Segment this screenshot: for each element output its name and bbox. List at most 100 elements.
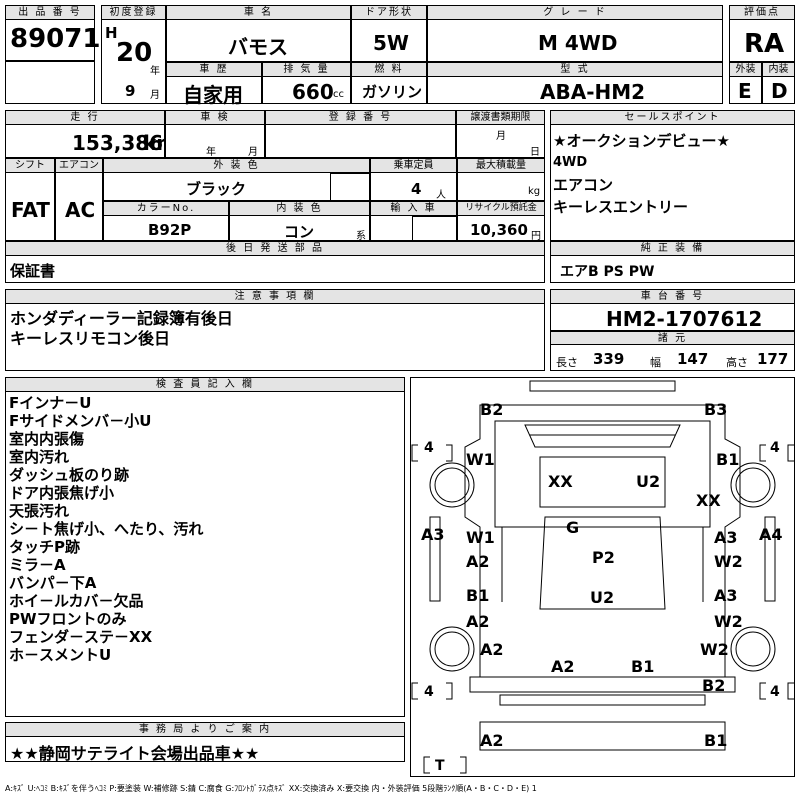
month-unit: 月 bbox=[150, 90, 160, 101]
length: 339 bbox=[593, 350, 625, 368]
damage-label: A2 bbox=[466, 612, 490, 631]
remark-item: Fサイドメンバ－小U bbox=[9, 412, 152, 430]
pillar-line bbox=[501, 527, 704, 602]
score: RA bbox=[744, 29, 785, 59]
windshield-outline bbox=[524, 424, 681, 448]
inspector-remarks-label: 検 査 員 記 入 欄 bbox=[5, 377, 405, 392]
damage-label: W1 bbox=[466, 450, 495, 469]
score-label: 評価点 bbox=[729, 5, 795, 20]
door-type: 5W bbox=[373, 31, 409, 55]
chassis-number: HM2-1707612 bbox=[606, 307, 763, 331]
notes-list: ホンダディーラー記録簿有後日 キーレスリモコン後日 bbox=[10, 309, 233, 349]
damage-label: W2 bbox=[700, 640, 729, 659]
load-unit: kg bbox=[528, 186, 541, 197]
tire-tread-label: 4 bbox=[424, 684, 434, 700]
lot-number-label: 出 品 番 号 bbox=[5, 5, 95, 20]
damage-label: G bbox=[566, 518, 580, 537]
rear-hatch-outline bbox=[499, 694, 706, 706]
color: ブラック bbox=[186, 180, 247, 198]
remark-item: ホイ－ルカバ－欠品 bbox=[9, 592, 144, 610]
damage-label: U2 bbox=[590, 588, 615, 607]
damage-label: U2 bbox=[636, 472, 661, 491]
height: 177 bbox=[757, 350, 789, 368]
remark-item: ホ－スメントU bbox=[9, 646, 112, 664]
color-subcell bbox=[330, 173, 370, 201]
interior-grade: D bbox=[771, 79, 788, 103]
remark-item: PWフロントのみ bbox=[9, 610, 127, 628]
later-parts-label: 後 日 発 送 部 品 bbox=[5, 241, 545, 256]
tire-tread-label: 4 bbox=[770, 684, 780, 700]
sales-points-label: セールスポイント bbox=[550, 110, 795, 125]
registration-month: 9 bbox=[125, 82, 136, 100]
wheel-outline bbox=[735, 467, 771, 503]
interior-label: 内装 bbox=[762, 62, 795, 77]
wheel-outline bbox=[429, 626, 475, 672]
model-code: ABA-HM2 bbox=[540, 80, 646, 104]
wheel-outline bbox=[735, 631, 771, 667]
remark-item: ドア内張焦げ小 bbox=[9, 484, 115, 502]
mileage-label: 走 行 bbox=[5, 110, 165, 125]
remark-item: フェンダ－ステ－XX bbox=[9, 628, 153, 646]
history: 自家用 bbox=[183, 83, 243, 107]
equipment-label: 純 正 装 備 bbox=[550, 241, 795, 256]
inspector-remarks-cell bbox=[5, 377, 405, 717]
exterior-grade: E bbox=[738, 79, 752, 103]
width-label: 幅 bbox=[650, 356, 661, 369]
damage-label: A3 bbox=[714, 586, 738, 605]
exterior-label: 外装 bbox=[729, 62, 762, 77]
model-label: 型 式 bbox=[427, 62, 723, 77]
fuel: ガソリン bbox=[362, 83, 423, 101]
shift: FAT bbox=[11, 198, 50, 222]
later-parts: 保証書 bbox=[10, 262, 56, 280]
era: H bbox=[105, 24, 118, 42]
front-bumper-outline bbox=[529, 380, 676, 392]
lot-number: 89071 bbox=[10, 24, 101, 54]
damage-label: XX bbox=[548, 472, 573, 491]
wheel-outline bbox=[434, 631, 470, 667]
capacity-unit: 人 bbox=[436, 190, 446, 201]
remark-item: シ－ト焦げ小、へたり、汚れ bbox=[9, 520, 204, 538]
remark-item: 室内汚れ bbox=[9, 448, 70, 466]
import-label: 輸 入 車 bbox=[370, 201, 457, 216]
width: 147 bbox=[677, 350, 709, 368]
wheel-outline bbox=[429, 462, 475, 508]
color-number: B92P bbox=[148, 221, 192, 239]
tire-bracket bbox=[411, 444, 453, 462]
sales-point-item: ★オークションデビュー★ bbox=[553, 132, 730, 150]
rear-bumper-outline bbox=[479, 721, 726, 751]
remark-item: 室内内張傷 bbox=[9, 430, 85, 448]
side-panel-outline bbox=[429, 516, 776, 602]
damage-label: B1 bbox=[631, 657, 655, 676]
history-label: 車 歴 bbox=[166, 62, 262, 77]
remark-item: タッチP跡 bbox=[9, 538, 80, 556]
damage-label: B3 bbox=[704, 400, 728, 419]
recycle-label: リサイクル預託金 bbox=[457, 201, 545, 216]
door-label: ドア形状 bbox=[351, 5, 427, 20]
length-label: 長さ bbox=[556, 356, 578, 369]
damage-diagram-cell bbox=[410, 377, 795, 777]
damage-label: A2 bbox=[480, 731, 504, 750]
damage-label: XX bbox=[696, 491, 721, 510]
damage-label: W2 bbox=[714, 612, 743, 631]
fuel-label: 燃 料 bbox=[351, 62, 427, 77]
damage-label: B2 bbox=[480, 400, 504, 419]
tire-bracket bbox=[759, 444, 794, 462]
damage-label: A2 bbox=[551, 657, 575, 676]
notes-label: 注 意 事 項 欄 bbox=[5, 289, 545, 304]
transfer-month-unit: 月 bbox=[496, 131, 506, 142]
wheel-outline bbox=[434, 467, 470, 503]
capacity-label: 乗車定員 bbox=[370, 158, 457, 173]
office-notice-label: 事 務 局 よ り ご 案 内 bbox=[5, 722, 405, 737]
damage-label: B1 bbox=[466, 586, 490, 605]
inspection-month-unit: 月 bbox=[248, 147, 258, 158]
interior-color-unit: 系 bbox=[356, 231, 366, 242]
remark-item: ダッシュ板のり跡 bbox=[9, 466, 130, 484]
grade: M 4WD bbox=[538, 31, 618, 55]
interior-color: コン bbox=[284, 223, 315, 241]
inspector-remarks-list: Fインナ－U Fサイドメンバ－小U 室内内張傷 室内汚れ ダッシュ板のり跡 ドア… bbox=[9, 394, 203, 664]
damage-label: A2 bbox=[466, 552, 490, 571]
color-number-label: カラーNo. bbox=[103, 201, 229, 216]
shift-label: シフト bbox=[5, 158, 55, 173]
spare-tire-label: T bbox=[435, 758, 445, 774]
recycle-unit: 円 bbox=[531, 231, 541, 242]
